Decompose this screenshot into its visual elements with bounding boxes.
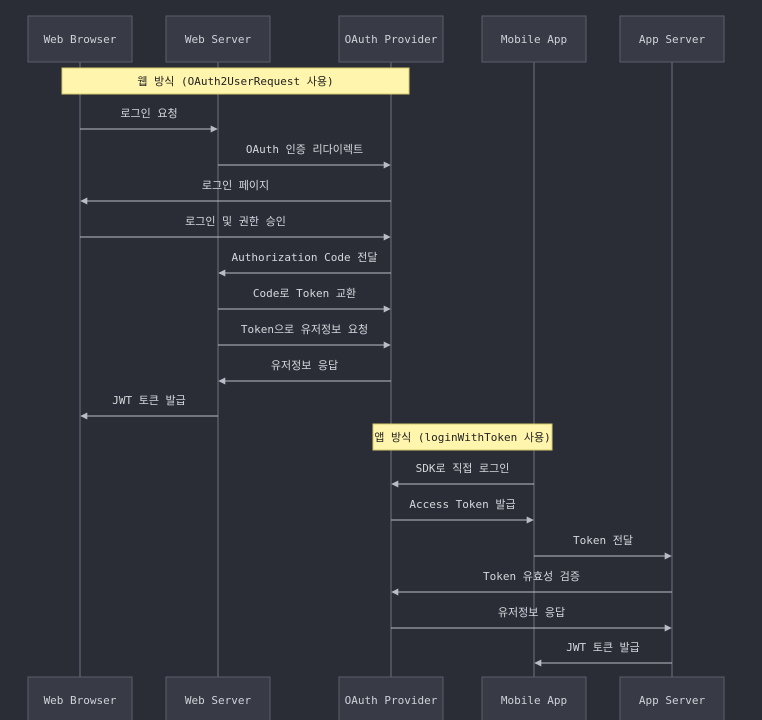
actor-ma-top: Mobile App xyxy=(481,15,587,63)
actors-top: Web Browser Web Server OAuth Provider Mobil… xyxy=(27,15,725,63)
message-label: JWT 토큰 발급 xyxy=(566,641,640,654)
actor-box xyxy=(27,15,133,63)
message-8: JWT 토큰 발급 xyxy=(80,394,218,420)
note-label: 웹 방식 (OAuth2UserRequest 사용) xyxy=(137,75,333,88)
message-4: Authorization Code 전달 xyxy=(218,251,391,277)
actor-label: Web Browser xyxy=(44,33,117,46)
message-label: 유저정보 응답 xyxy=(498,606,565,619)
message-5: Code로 Token 교환 xyxy=(218,287,391,313)
message-label: Authorization Code 전달 xyxy=(231,251,377,264)
message-9: SDK로 직접 로그인 xyxy=(391,462,534,488)
actor-label: Mobile App xyxy=(501,694,567,707)
actor-label: App Server xyxy=(639,694,706,707)
message-10: Access Token 발급 xyxy=(391,498,534,524)
notes: 웹 방식 (OAuth2UserRequest 사용) 앱 방식 (loginWi… xyxy=(61,67,553,451)
message-label: 로그인 및 권한 승인 xyxy=(185,215,286,228)
message-label: Token으로 유저정보 요청 xyxy=(241,323,368,336)
actor-box xyxy=(481,15,587,63)
actors-bottom: Web Browser Web Server OAuth Provider Mobil… xyxy=(27,676,725,720)
message-label: Token 전달 xyxy=(573,534,633,547)
note-label: 앱 방식 (loginWithToken 사용) xyxy=(374,431,550,444)
actor-label: App Server xyxy=(639,33,706,46)
actor-wb-top: Web Browser xyxy=(27,15,133,63)
actor-ma-bottom: Mobile App xyxy=(481,676,587,720)
message-12: Token 유효성 검증 xyxy=(391,570,672,596)
message-0: 로그인 요청 xyxy=(80,107,218,133)
message-3: 로그인 및 권한 승인 xyxy=(80,215,391,241)
message-label: SDK로 직접 로그인 xyxy=(416,462,510,475)
message-label: OAuth 인증 리다이렉트 xyxy=(246,143,363,156)
message-label: Code로 Token 교환 xyxy=(253,287,356,300)
message-6: Token으로 유저정보 요청 xyxy=(218,323,391,349)
message-14: JWT 토큰 발급 xyxy=(534,641,672,667)
actor-ws-top: Web Server xyxy=(165,15,271,63)
actor-as-top: App Server xyxy=(619,15,725,63)
actor-box xyxy=(619,15,725,63)
message-label: 로그인 요청 xyxy=(120,107,177,120)
message-2: 로그인 페이지 xyxy=(80,179,391,205)
actor-label: OAuth Provider xyxy=(345,694,438,707)
actor-box xyxy=(27,676,133,720)
actor-box xyxy=(165,676,271,720)
note-box xyxy=(372,423,553,451)
actor-box xyxy=(338,676,444,720)
actor-label: Web Browser xyxy=(44,694,117,707)
message-label: Token 유효성 검증 xyxy=(483,570,580,583)
actor-box xyxy=(619,676,725,720)
note-0: 웹 방식 (OAuth2UserRequest 사용) xyxy=(61,67,410,95)
actor-op-bottom: OAuth Provider xyxy=(338,676,444,720)
actor-label: Web Server xyxy=(185,694,252,707)
actor-ws-bottom: Web Server xyxy=(165,676,271,720)
actor-op-top: OAuth Provider xyxy=(338,15,444,63)
message-1: OAuth 인증 리다이렉트 xyxy=(218,143,391,169)
note-box xyxy=(61,67,410,95)
actor-label: OAuth Provider xyxy=(345,33,438,46)
actor-wb-bottom: Web Browser xyxy=(27,676,133,720)
note-1: 앱 방식 (loginWithToken 사용) xyxy=(372,423,553,451)
actor-label: Mobile App xyxy=(501,33,567,46)
actor-label: Web Server xyxy=(185,33,252,46)
message-label: Access Token 발급 xyxy=(409,498,515,511)
message-label: 로그인 페이지 xyxy=(202,179,269,192)
actor-box xyxy=(481,676,587,720)
actor-box xyxy=(165,15,271,63)
message-label: JWT 토큰 발급 xyxy=(112,394,186,407)
message-11: Token 전달 xyxy=(534,534,672,560)
message-7: 유저정보 응답 xyxy=(218,359,391,385)
actor-box xyxy=(338,15,444,63)
lifelines xyxy=(79,62,673,677)
actor-as-bottom: App Server xyxy=(619,676,725,720)
message-label: 유저정보 응답 xyxy=(271,359,338,372)
message-13: 유저정보 응답 xyxy=(391,606,672,632)
